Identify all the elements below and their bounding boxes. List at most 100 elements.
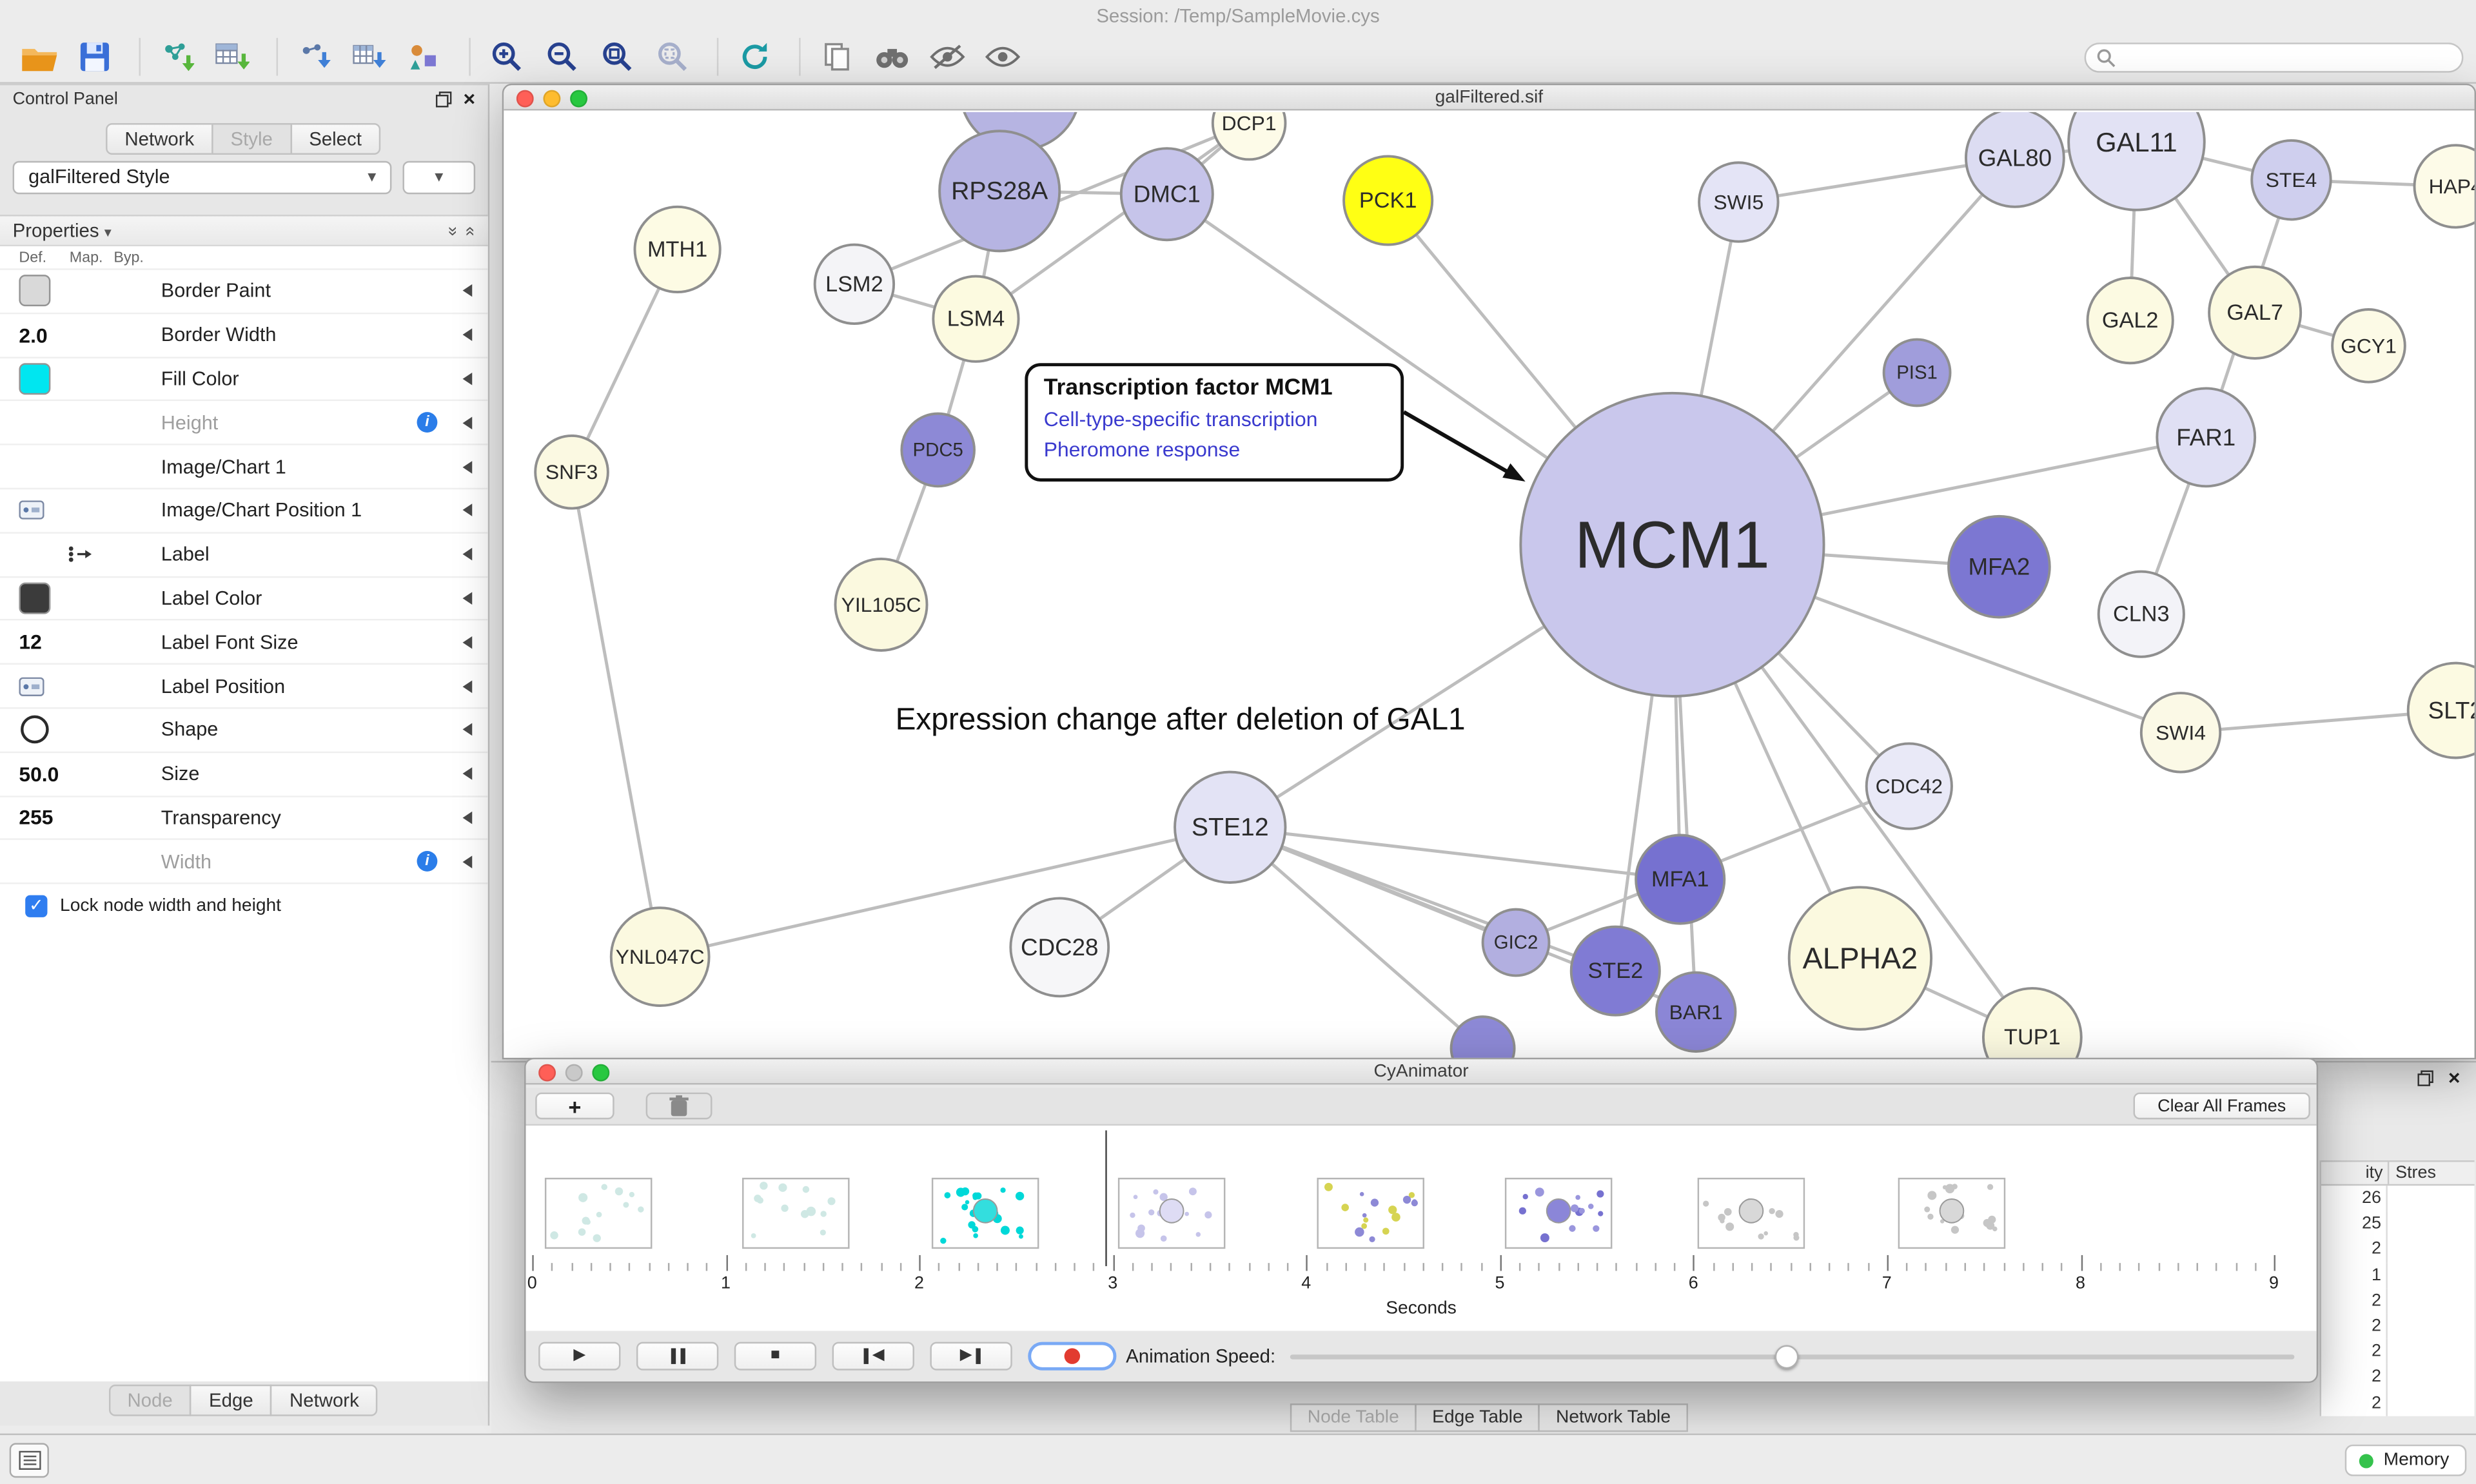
default-value-cell[interactable] [0,275,66,308]
network-node-dmc1[interactable]: DMC1 [1119,147,1214,242]
network-node-cdc42[interactable]: CDC42 [1865,742,1953,830]
expand-arrow-icon[interactable] [462,548,473,561]
style-options-dropdown[interactable]: ▼ [402,161,476,195]
expand-arrow-icon[interactable] [462,636,473,649]
tab-node-table[interactable]: Node Table [1290,1403,1417,1432]
network-node-bar1[interactable]: BAR1 [1655,971,1737,1053]
property-row-border-paint[interactable]: Border Paint [0,270,488,314]
zoom-window-button[interactable] [592,1064,610,1082]
network-node-far1[interactable]: FAR1 [2156,387,2257,488]
frame-thumbnail-2[interactable] [742,1177,850,1249]
network-edge[interactable] [660,825,1231,959]
apply-vizmap-button[interactable] [401,36,448,77]
clear-all-frames-button[interactable]: Clear All Frames [2133,1092,2310,1120]
tab-network[interactable]: Network [106,123,213,155]
first-neighbors-button[interactable] [869,36,916,77]
network-node-ste12[interactable]: STE12 [1174,770,1287,884]
color-swatch[interactable] [19,582,51,614]
property-row-label[interactable]: Label [0,533,488,578]
import-network-button[interactable] [153,36,201,77]
network-window-titlebar[interactable]: galFiltered.sif [504,85,2475,111]
network-node-dcp1[interactable]: DCP1 [1211,85,1287,161]
close-table-panel-icon[interactable]: × [2448,1066,2461,1089]
lock-size-checkbox[interactable]: ✓ [25,895,48,918]
network-node-gal7[interactable]: GAL7 [2208,265,2303,360]
network-node-yil105c[interactable]: YIL105C [834,557,928,652]
frame-thumbnail-6[interactable] [1504,1177,1613,1249]
network-node-pdc5[interactable]: PDC5 [900,412,976,488]
network-node-mcm1[interactable]: MCM1 [1519,391,1825,698]
network-graph[interactable]: RPS28BDCP1RPS28ADMC1PCK1SWI5GAL80GAL11ST… [504,85,2475,1059]
network-window[interactable]: galFiltered.sif RPS28BDCP1RPS28ADMC1PCK1… [502,83,2476,1060]
frame-thumbnail-8[interactable] [1898,1177,2006,1249]
expand-arrow-icon[interactable] [462,460,473,473]
color-swatch[interactable] [19,275,51,308]
minimize-window-button[interactable] [543,90,561,108]
annotation-link[interactable]: Pheromone response [1043,436,1241,461]
frame-thumbnail-1[interactable] [544,1177,653,1249]
show-details-button[interactable] [979,36,1026,77]
save-session-button[interactable] [71,36,118,77]
refresh-view-button[interactable] [731,36,778,77]
network-node-gal2[interactable]: GAL2 [2086,277,2174,365]
network-node-cdc28[interactable]: CDC28 [1009,897,1110,998]
add-frame-button[interactable]: + [535,1092,614,1120]
info-icon[interactable]: i [417,412,438,433]
network-node-snf3[interactable]: SNF3 [534,434,609,510]
network-node-gal11[interactable]: GAL11 [2067,85,2206,211]
frame-thumbnail-7[interactable] [1697,1177,1805,1249]
network-node-mfa2[interactable]: MFA2 [1947,514,2051,619]
pause-button[interactable] [636,1342,719,1371]
table-panel-toggle-button[interactable] [9,1443,49,1478]
info-icon[interactable]: i [417,851,438,872]
expand-arrow-icon[interactable] [462,592,473,605]
network-node-ste2[interactable]: STE2 [1569,925,1661,1017]
expand-arrow-icon[interactable] [462,679,473,693]
default-value-cell[interactable]: 12 [19,630,42,654]
import-table-db-button[interactable] [346,36,393,77]
close-panel-icon[interactable]: × [463,86,476,111]
default-value-cell[interactable] [0,714,66,746]
play-button[interactable]: ▶ [538,1342,621,1371]
tab-select[interactable]: Select [290,123,381,155]
network-node-pis1[interactable]: PIS1 [1882,338,1952,407]
properties-section-header[interactable]: Properties ▾ » » [0,216,488,247]
default-value-cell[interactable] [0,363,66,395]
property-row-label-position[interactable]: Label Position [0,665,488,709]
default-value-cell[interactable]: 255 [19,806,54,830]
network-node-gcy1[interactable]: GCY1 [2331,308,2406,384]
zoom-fit-button[interactable] [594,36,641,77]
expand-arrow-icon[interactable] [462,811,473,825]
cyanimator-titlebar[interactable]: CyAnimator [526,1059,2317,1085]
frame-thumbnail-3[interactable] [931,1177,1039,1249]
close-window-button[interactable] [538,1064,556,1082]
expand-arrow-icon[interactable] [462,328,473,342]
import-table-button[interactable] [208,36,255,77]
tab-edge[interactable]: Edge [190,1384,273,1416]
frame-thumbnail-4[interactable] [1117,1177,1226,1249]
skip-forward-button[interactable]: ▶ [930,1342,1012,1371]
column-header-stress[interactable]: Stres [2387,1162,2475,1184]
network-node-cln3[interactable]: CLN3 [2097,570,2185,658]
open-session-button[interactable] [15,36,63,77]
expand-arrow-icon[interactable] [462,855,473,868]
tab-edge-table[interactable]: Edge Table [1415,1403,1540,1432]
skip-back-button[interactable]: ◀ [832,1342,914,1371]
property-row-shape[interactable]: Shape [0,709,488,753]
column-header-ity[interactable]: ity [2365,1163,2383,1183]
network-node-tup1[interactable]: TUP1 [1981,987,2083,1059]
property-row-image-chart-position-1[interactable]: Image/Chart Position 1 [0,489,488,534]
import-network-db-button[interactable] [291,36,338,77]
zoom-in-button[interactable] [483,36,530,77]
delete-frame-button[interactable] [645,1092,712,1120]
network-node-lsm4[interactable]: LSM4 [932,275,1020,363]
tab-style[interactable]: Style [211,123,292,155]
copy-view-button[interactable] [813,36,860,77]
expand-arrow-icon[interactable] [462,284,473,298]
network-edge[interactable] [975,122,1250,320]
